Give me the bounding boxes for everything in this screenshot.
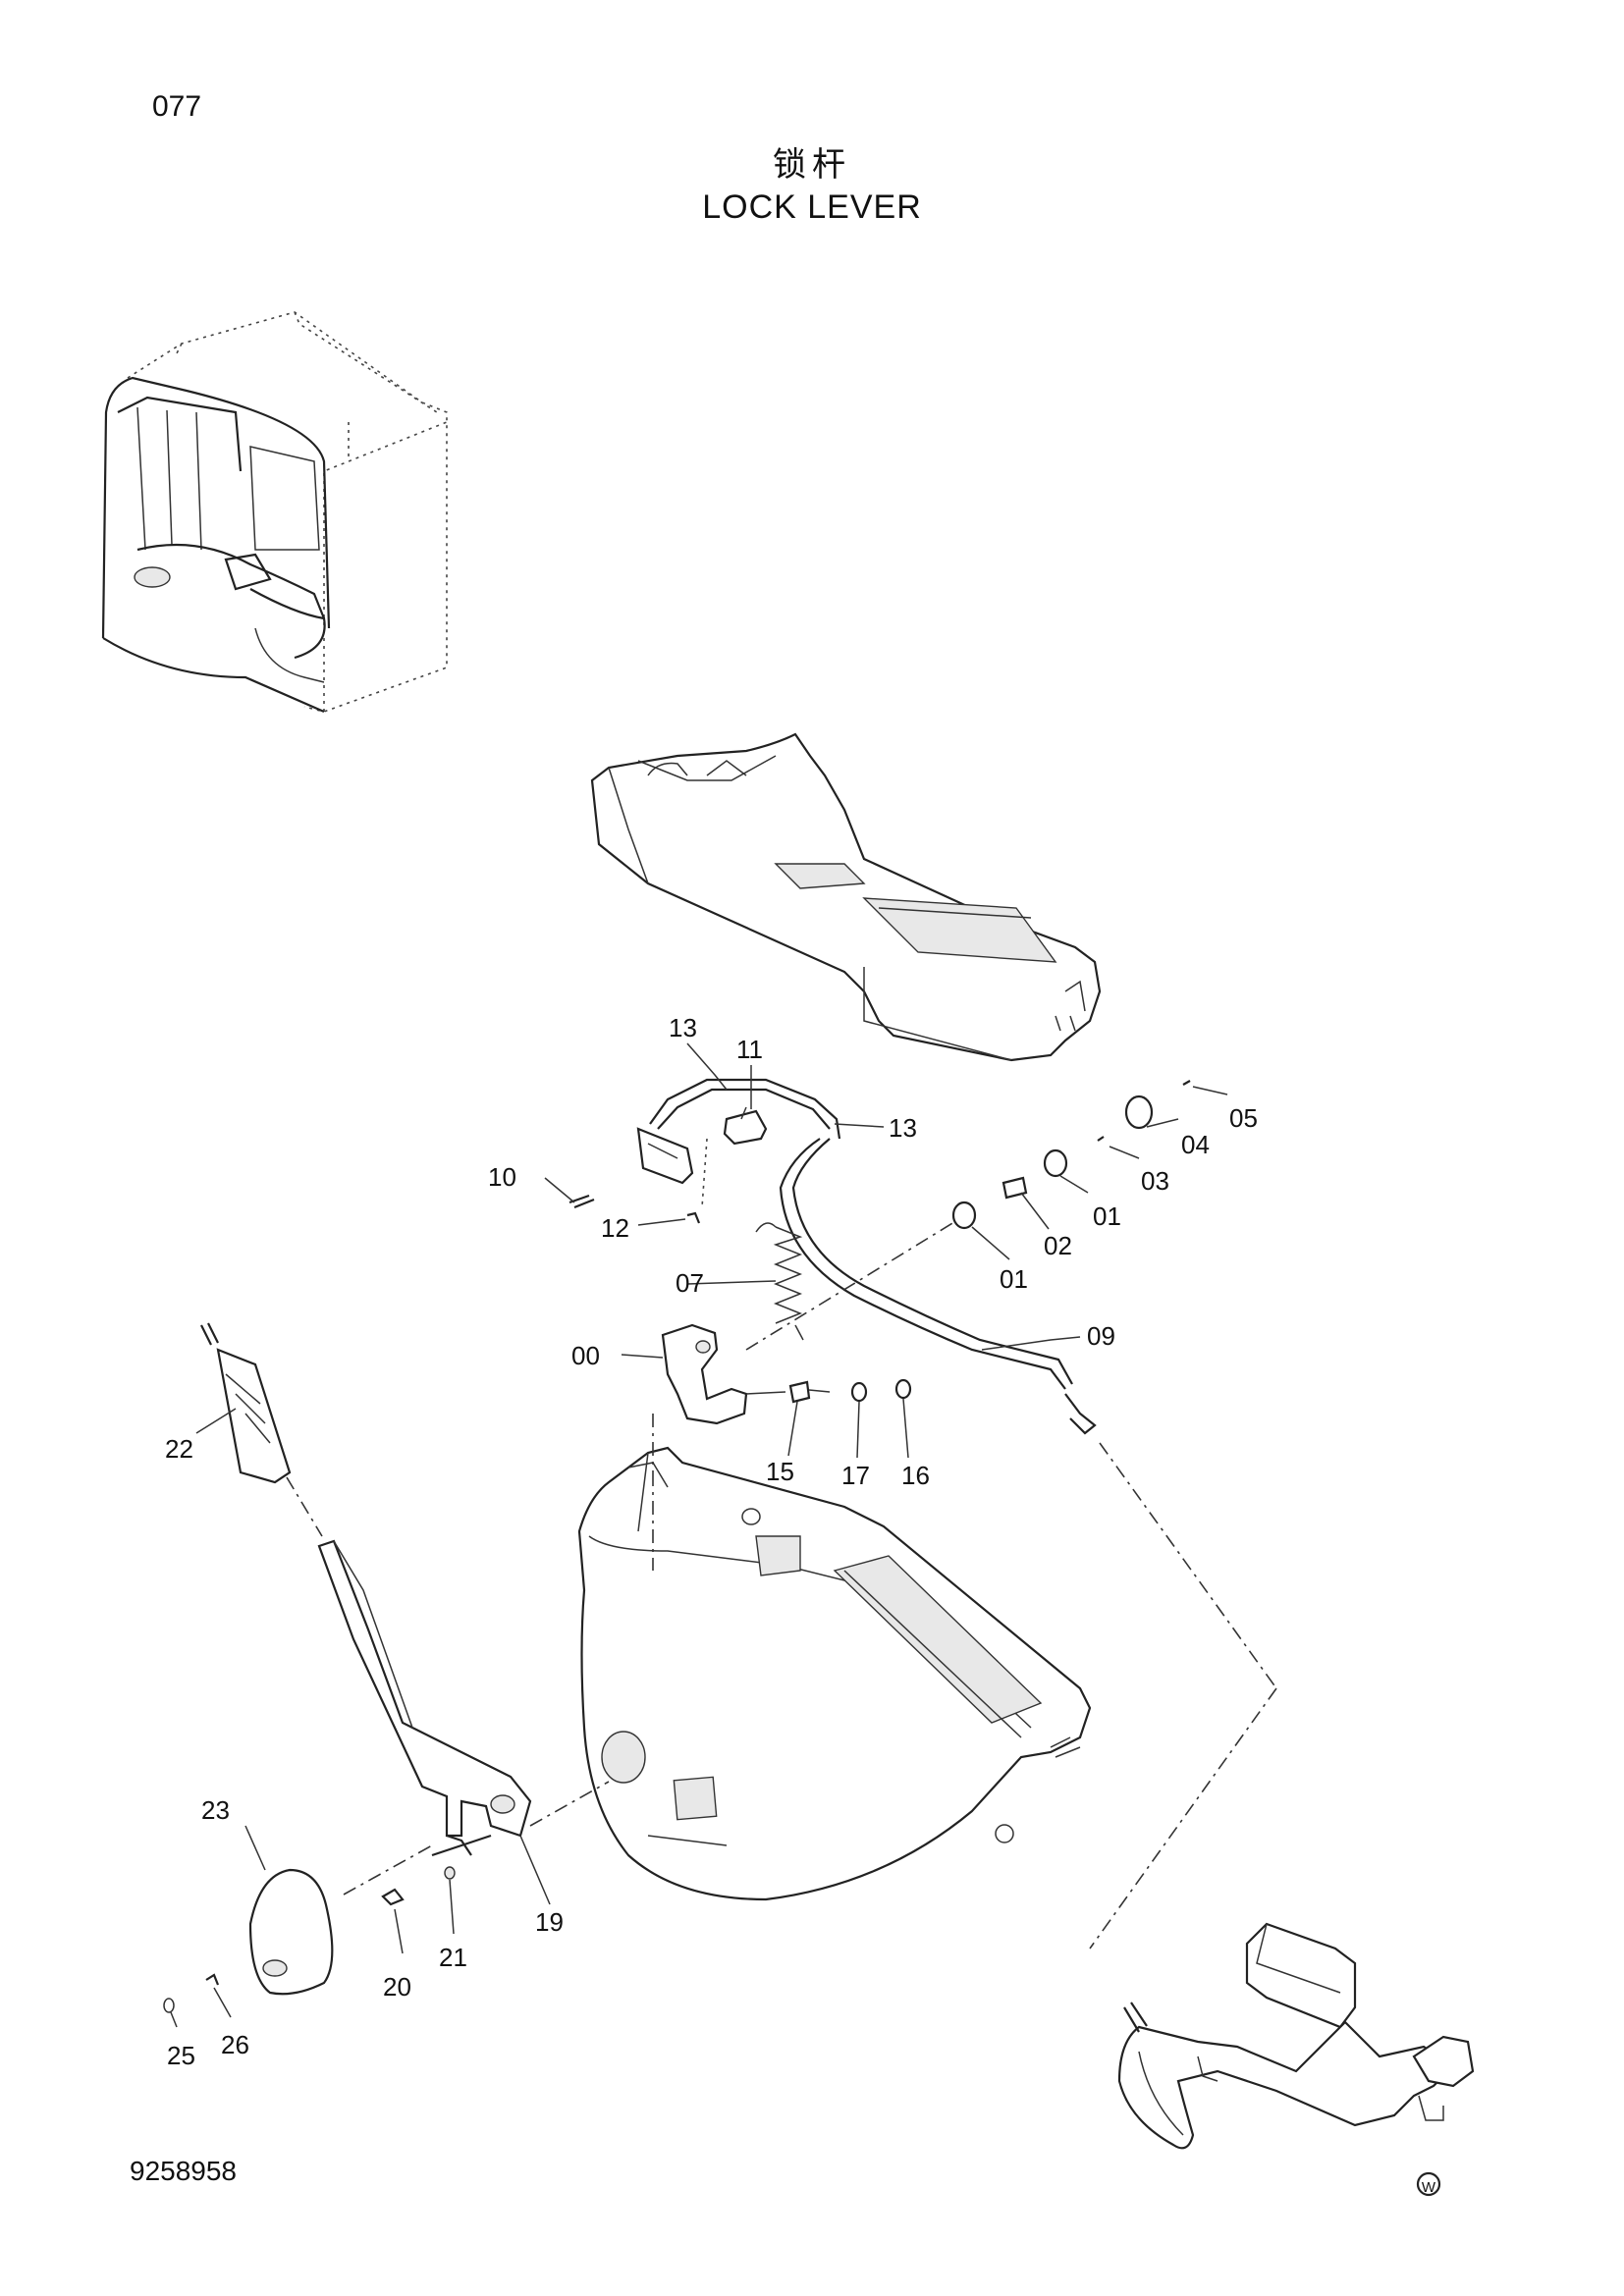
part-label-15: 15 — [766, 1457, 794, 1486]
part-label-07: 07 — [676, 1268, 704, 1298]
console-cover — [592, 734, 1100, 1060]
part-label-09: 09 — [1087, 1321, 1115, 1351]
part-label-04: 04 — [1181, 1130, 1210, 1159]
title-english: LOCK LEVER — [702, 188, 922, 226]
cab-locator-illustration — [103, 312, 447, 712]
part-label-00: 00 — [571, 1341, 600, 1370]
part-label-11: 11 — [736, 1035, 763, 1064]
pilot-valve-detail: W — [1090, 1443, 1473, 2196]
part-label-05: 05 — [1229, 1103, 1258, 1133]
part-label-12: 12 — [601, 1213, 629, 1243]
part-number-labels: 13 11 13 10 12 07 00 09 15 17 16 01 02 0… — [165, 1013, 1258, 2070]
part-label-19: 19 — [535, 1907, 564, 1937]
part-label-25: 25 — [167, 2041, 195, 2070]
part-label-02: 02 — [1044, 1231, 1072, 1260]
title-chinese: 锁杆 — [773, 145, 851, 185]
part-label-03: 03 — [1141, 1166, 1169, 1196]
part-label-10: 10 — [488, 1162, 516, 1192]
part-label-01-upper: 01 — [1093, 1201, 1121, 1231]
leader-lines — [171, 1043, 1227, 2027]
drawing-number: 9258958 — [130, 2156, 238, 2186]
part-label-13-right: 13 — [889, 1113, 917, 1143]
lock-lever-assembly — [164, 1323, 609, 2012]
page-number: 077 — [152, 90, 202, 123]
lever-stand-cover — [579, 1448, 1090, 1899]
part-label-16: 16 — [901, 1461, 930, 1490]
part-label-21: 21 — [439, 1943, 467, 1972]
part-label-22: 22 — [165, 1434, 193, 1464]
part-label-23: 23 — [201, 1795, 230, 1825]
part-label-20: 20 — [383, 1972, 411, 2002]
symbol-w-mark: W — [1422, 2179, 1436, 2196]
part-label-26: 26 — [221, 2030, 249, 2059]
part-label-01-lower: 01 — [1000, 1264, 1028, 1294]
switch-and-spring-group — [569, 1080, 1190, 1571]
part-label-17: 17 — [841, 1461, 870, 1490]
part-label-13-left: 13 — [669, 1013, 697, 1042]
